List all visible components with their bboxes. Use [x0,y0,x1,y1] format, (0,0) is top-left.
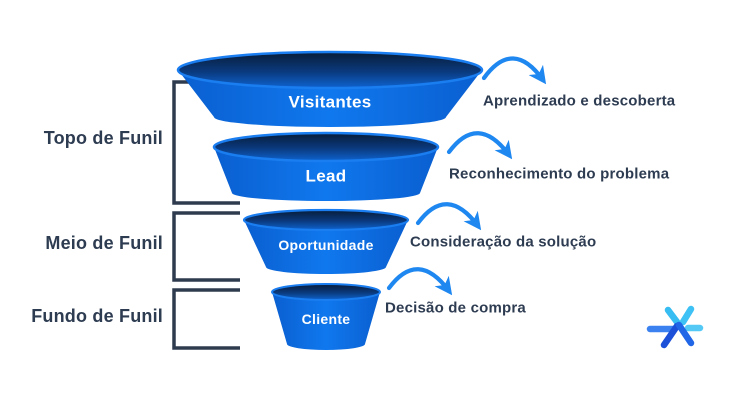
stage-description-oportunidade: Consideração da solução [410,234,596,251]
curved-arrow-4 [386,267,453,296]
oportunidade-top-ellipse [242,208,410,232]
logo-leg-bottom-left [660,322,681,349]
stage-label-oportunidade: Oportunidade [278,237,373,253]
section-label-meio-de-funil: Meio de Funil [45,233,163,253]
stage-description-lead: Reconhecimento do problema [449,166,670,183]
stage-description-visitantes: Aprendizado e descoberta [483,93,676,110]
logo-arm-top-left [664,306,681,326]
stage-label-visitantes: Visitantes [288,93,371,112]
funnel-stage-visitantes: Visitantes [176,50,484,127]
funnel-stage-oportunidade: Oportunidade [242,208,410,274]
curved-arrow-3 [415,202,482,231]
funnel-stage-cliente: Cliente [271,283,381,350]
bracket-meio-de-funil [172,211,240,282]
section-label-topo-de-funil: Topo de Funil [44,128,163,148]
brand-asterisk-logo [646,305,704,349]
curved-arrow-1 [481,56,547,85]
visitantes-top-ellipse [176,50,484,90]
stage-label-cliente: Cliente [302,311,351,327]
cliente-top-ellipse [271,283,381,301]
stage-label-lead: Lead [306,167,347,186]
lead-body [214,147,438,201]
section-label-fundo-de-funil: Fundo de Funil [31,306,163,326]
lead-top-ellipse [212,131,440,163]
oportunidade-body [244,220,408,274]
funnel-stage-lead: Lead [212,131,440,201]
stage-description-cliente: Decisão de compra [385,300,526,317]
bracket-fundo-de-funil [172,288,240,350]
curved-arrow-2 [446,131,513,160]
logo-leg-bottom-right [675,321,695,347]
logo-arm-top-right [679,305,695,326]
cliente-body [272,292,380,350]
